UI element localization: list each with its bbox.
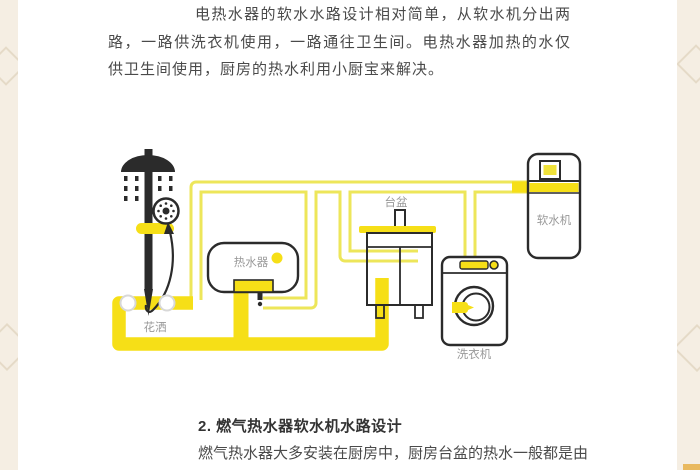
- washing-machine-label: 洗衣机: [457, 347, 492, 361]
- diagram-shower: 花洒: [119, 149, 180, 334]
- shower-head-icon: [121, 155, 175, 172]
- heater-element: [233, 279, 274, 293]
- washer-inlet-badge: [452, 302, 474, 313]
- shower-bracket: [136, 223, 174, 234]
- water-heater-label: 热水器: [234, 256, 269, 269]
- section-heading: 2. 燃气热水器软水机水路设计: [198, 418, 403, 435]
- solid-pipe-network: [112, 181, 529, 351]
- bottom-right-accent-bar: [683, 464, 700, 470]
- sink-leg: [414, 304, 424, 319]
- plumbing-diagram: 花洒 热水器 台盆: [112, 149, 582, 361]
- softener-band: [529, 183, 579, 192]
- sink-label: 台盆: [385, 195, 408, 209]
- sink-leg: [375, 304, 385, 319]
- heater-indicator-light: [271, 252, 283, 264]
- paragraph-electric-heater: 电热水器的软水水路设计相对简单，从软水机分出两路，一路供洗衣机使用，一路通往卫生…: [108, 6, 571, 78]
- shower-label: 花洒: [144, 321, 167, 334]
- outlined-pipe-network: [189, 180, 528, 310]
- washer-knob: [489, 260, 499, 270]
- paragraph-gas-heater: 燃气热水器大多安装在厨房中，厨房台盆的热水一般都是由: [198, 445, 589, 462]
- right-margin-diamond-ornament: [676, 44, 700, 84]
- washer-control-panel: [459, 260, 489, 270]
- shower-hose: [144, 231, 174, 313]
- sink-countertop: [359, 226, 436, 233]
- shower-valve: [119, 294, 137, 312]
- diagram-water-softener: 软水机: [526, 152, 582, 260]
- water-softener-label: 软水机: [537, 213, 572, 227]
- diagram-water-heater: 热水器: [206, 241, 300, 307]
- sink-faucet: [394, 209, 406, 229]
- handheld-shower-icon: [152, 197, 180, 234]
- right-margin-diamond-ornament: [672, 323, 700, 373]
- shower-valve: [158, 294, 176, 312]
- shower-spray-dots: [124, 176, 173, 201]
- diagram-washing-machine: 洗衣机: [440, 255, 509, 361]
- diagram-sink: 台盆: [359, 195, 436, 319]
